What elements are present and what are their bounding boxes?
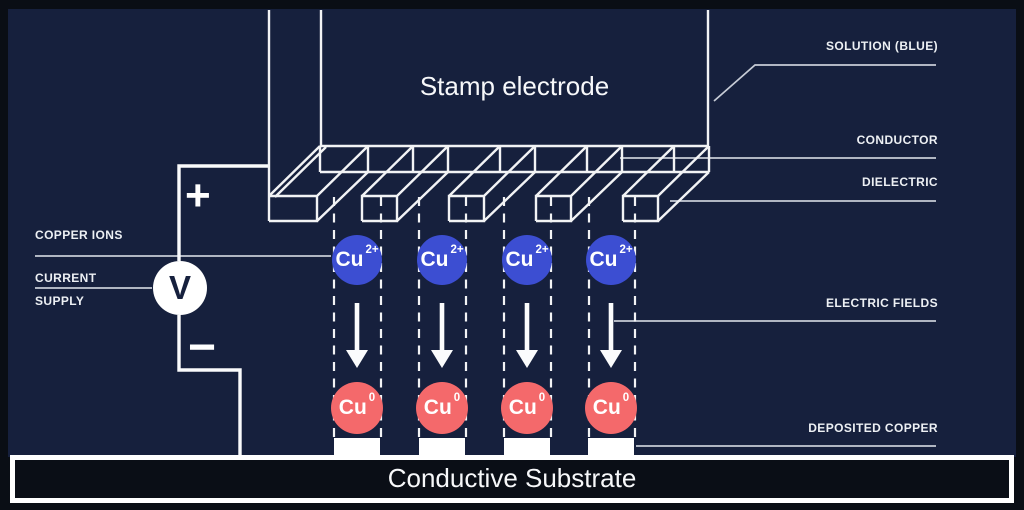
copper-deposit-pad bbox=[504, 438, 550, 458]
copper-deposit-pad bbox=[334, 438, 380, 458]
ion-symbol: Cu bbox=[592, 396, 621, 419]
copper-deposit-pad bbox=[588, 438, 634, 458]
conductive-substrate-bar: Conductive Substrate bbox=[10, 455, 1014, 503]
stamp-electrode-title: Stamp electrode bbox=[419, 71, 610, 101]
ion-symbol: Cu bbox=[508, 396, 537, 419]
conductor-label: CONDUCTOR bbox=[856, 133, 938, 147]
substrate-label: Conductive Substrate bbox=[387, 463, 637, 494]
dielectric-label: DIELECTRIC bbox=[862, 175, 938, 189]
voltmeter: V bbox=[153, 261, 207, 315]
down-arrow-icon bbox=[346, 303, 368, 368]
down-arrow-icon bbox=[516, 303, 538, 368]
copper-ions-label: COPPER IONS bbox=[35, 228, 123, 242]
ion-symbol: Cu bbox=[423, 396, 452, 419]
ion-charge: 0 bbox=[622, 392, 630, 405]
migration-arrows bbox=[346, 303, 622, 368]
ion-charge: 0 bbox=[368, 392, 376, 405]
stamp-tooth bbox=[268, 145, 369, 223]
solution-leader-line bbox=[713, 64, 936, 102]
ion-symbol: Cu bbox=[338, 396, 367, 419]
electric-fields-label: ELECTRIC FIELDS bbox=[825, 296, 938, 310]
solution-panel bbox=[8, 9, 1016, 457]
down-arrow-icon bbox=[600, 303, 622, 368]
anode-wire bbox=[177, 164, 269, 261]
down-arrow-icon bbox=[431, 303, 453, 368]
ion-charge: 0 bbox=[453, 392, 461, 405]
ion-charge: 2+ bbox=[619, 244, 633, 257]
ion-symbol: Cu bbox=[589, 248, 618, 271]
ion-charge: 0 bbox=[538, 392, 546, 405]
stamp-side-bottom-edge bbox=[274, 146, 327, 198]
conductor-block-edges bbox=[318, 146, 711, 172]
ion-symbol: Cu bbox=[335, 248, 364, 271]
cathode-wire bbox=[177, 315, 242, 458]
ion-symbol: Cu bbox=[505, 248, 534, 271]
negative-terminal-sign: − bbox=[188, 321, 217, 374]
current-supply-label-line2: SUPPLY bbox=[35, 294, 85, 308]
ion-charge: 2+ bbox=[365, 244, 379, 257]
ion-charge: 2+ bbox=[535, 244, 549, 257]
positive-terminal-sign: + bbox=[185, 171, 211, 220]
deposited-copper-label: DEPOSITED COPPER bbox=[808, 421, 938, 435]
current-supply-label-line1: CURRENT bbox=[35, 271, 97, 285]
stamp-tooth bbox=[360, 145, 449, 223]
voltmeter-label: V bbox=[168, 269, 191, 306]
copper-deposit-pad bbox=[419, 438, 465, 458]
leader-lines bbox=[35, 64, 936, 447]
solution-label: SOLUTION (BLUE) bbox=[826, 39, 938, 53]
stamp-tooth bbox=[534, 145, 623, 223]
circuit-wires bbox=[177, 164, 269, 458]
stamp-tooth bbox=[621, 145, 710, 223]
ion-symbol: Cu bbox=[420, 248, 449, 271]
stamp-electrode-outline bbox=[267, 10, 711, 223]
ion-charge: 2+ bbox=[450, 244, 464, 257]
stamp-tooth bbox=[447, 145, 536, 223]
